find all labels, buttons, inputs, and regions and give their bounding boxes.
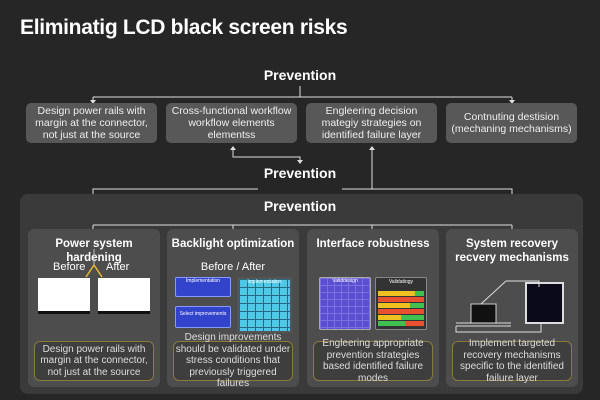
card-title: Backlight optimization [171, 238, 295, 250]
validdesign-panel: Validdesign [319, 277, 371, 330]
top-box-workflow: Cross-functional workflow workflow eleme… [166, 103, 297, 143]
arrow-icon [85, 249, 103, 278]
after-screen [98, 278, 150, 314]
before-after-label: Before / After [200, 261, 266, 273]
before-screen [38, 278, 90, 314]
card-backlight-optimization: Backlight optimization Before / After Im… [167, 229, 299, 389]
card-caption: Design power rails with margin at the co… [34, 341, 154, 381]
prevention-heading-top: Prevention [263, 67, 337, 83]
card-system-recovery: System recovery recvery mechanisms Imple… [446, 229, 578, 387]
prevention-heading-middle: Prevention [258, 165, 342, 181]
page-title: Eliminatig LCD black screen risks [20, 16, 348, 39]
top-box-engineering-decision: Engleering decision mategiy strategies o… [306, 103, 437, 143]
after-label: After [106, 261, 130, 273]
card-caption: Design improvements should be validated … [173, 332, 293, 389]
recovery-diagram-icon [455, 280, 564, 333]
prevention-heading-panel: Prevention [263, 198, 337, 214]
top-box-power-rails: Design power rails with margin at the co… [26, 103, 157, 143]
card-caption: Engleering appropriate prevention strate… [313, 338, 433, 384]
card-title: System recovery recvery mechanisms [455, 238, 569, 264]
validatiogy-panel: Validatiogy [375, 277, 427, 330]
card-caption: Implement targeted recovery mechanisms s… [452, 338, 572, 384]
card-power-system-hardening: Power system hardening Before After Desi… [28, 229, 160, 387]
select-improvements-panel: Select improvements [175, 306, 231, 328]
implementation-grid: Implementation [237, 277, 292, 333]
panel-label: Validatiogy [388, 279, 414, 285]
top-box-continuing-decision: Contnuting destision (mechaning mechanis… [446, 103, 577, 143]
card-interface-robustness: Interface robustness Validdesign Validat… [307, 229, 439, 387]
before-label: Before [53, 261, 86, 273]
implementation-panel: Implementation [175, 277, 231, 297]
card-title: Interface robustness [316, 238, 430, 250]
